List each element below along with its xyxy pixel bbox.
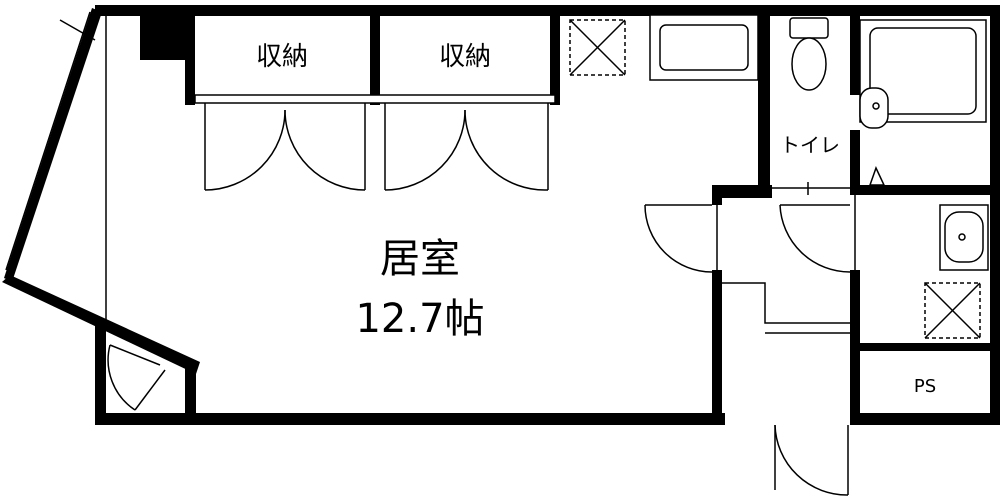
washroom-door[interactable] bbox=[779, 195, 856, 273]
toilet-label: トイレ bbox=[780, 133, 840, 157]
closet-doors[interactable] bbox=[194, 94, 556, 191]
refrigerator-space bbox=[569, 19, 626, 76]
entrance-door[interactable] bbox=[774, 424, 849, 496]
closet-2-label: 収納 bbox=[439, 42, 491, 72]
closet-1-label: 収納 bbox=[256, 42, 308, 72]
walls bbox=[2, 5, 1000, 425]
kitchen-sink bbox=[649, 14, 759, 81]
pipe-space-label: PS bbox=[914, 376, 936, 397]
bay-window bbox=[4, 8, 107, 325]
bathtub bbox=[859, 19, 990, 189]
toilet-icon bbox=[789, 17, 829, 91]
washing-machine-space bbox=[924, 282, 981, 339]
shoe-cabinet bbox=[722, 282, 850, 334]
living-door[interactable] bbox=[644, 204, 718, 273]
living-room-size: 12.7帖 bbox=[355, 296, 484, 342]
wash-basin bbox=[939, 204, 989, 271]
living-room-label: 居室 bbox=[380, 236, 460, 282]
balcony-door[interactable] bbox=[107, 344, 166, 411]
